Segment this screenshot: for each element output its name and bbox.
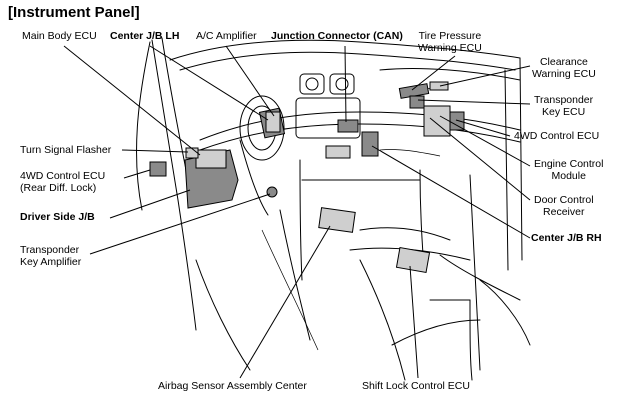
label-transponder-amp-line-2: Key Amplifier — [20, 256, 82, 268]
leader-engine-control — [439, 115, 531, 167]
label-clearance-line-1: Clearance — [539, 56, 588, 68]
ac-amplifier — [265, 111, 281, 133]
label-ac-amplifier: A/C Amplifier — [196, 30, 257, 42]
airbag-sensor-assembly — [318, 207, 356, 233]
label-door-control-line-1: Door Control — [534, 194, 594, 206]
label-4wd-left-line-2: (Rear Diff. Lock) — [20, 182, 97, 194]
leader-main-body-ecu — [63, 45, 201, 156]
leader-ac-amplifier — [225, 45, 275, 117]
leader-center-jb-lh — [149, 45, 269, 121]
leader-transponder-key-ecu — [417, 99, 531, 105]
label-door-control: Door Control Receiver — [534, 194, 594, 218]
shift-lock-control-ecu — [395, 246, 431, 274]
leader-tire-pressure — [411, 55, 456, 91]
label-transponder-key-ecu-line-2: Key ECU — [541, 106, 586, 118]
label-center-jb-lh: Center J/B LH — [110, 30, 180, 42]
label-airbag-sensor: Airbag Sensor Assembly Center — [158, 380, 307, 392]
junction-block-bracket — [325, 145, 351, 159]
label-transponder-amp-line-1: Transponder — [20, 244, 80, 256]
label-turn-signal-flasher: Turn Signal Flasher — [20, 144, 112, 156]
label-clearance-warning: Clearance Warning ECU — [532, 56, 596, 80]
label-4wd-control-ecu-left: 4WD Control ECU (Rear Diff. Lock) — [20, 170, 105, 194]
leader-center-jb-rh — [371, 145, 531, 239]
components — [149, 81, 465, 274]
turn-signal-flasher — [185, 147, 199, 159]
leader-driver-side-jb — [109, 189, 191, 219]
label-tire-pressure-line-1: Tire Pressure — [418, 30, 482, 42]
label-driver-side-jb: Driver Side J/B — [20, 211, 95, 223]
label-tire-pressure: Tire Pressure Warning ECU — [418, 30, 482, 54]
label-transponder-key-ecu: Transponder Key ECU — [534, 94, 593, 118]
leader-junction-connector — [344, 45, 347, 123]
label-door-control-line-2: Receiver — [543, 206, 585, 218]
leader-4wd-left — [123, 169, 151, 179]
dashboard-drawing — [136, 37, 531, 381]
label-transponder-key-amplifier: Transponder Key Amplifier — [20, 244, 81, 268]
leader-turn-signal — [121, 149, 189, 153]
transponder-key-ecu — [409, 95, 425, 109]
leader-lines — [63, 45, 531, 379]
label-engine-control-line-2: Module — [551, 170, 586, 182]
label-main-body-ecu: Main Body ECU — [22, 30, 97, 42]
label-tire-pressure-line-2: Warning ECU — [418, 42, 482, 54]
leader-shift-lock — [409, 265, 419, 379]
transponder-key-amplifier — [266, 186, 278, 198]
label-4wd-left-line-1: 4WD Control ECU — [20, 170, 106, 182]
leader-clearance-warning — [439, 65, 531, 87]
clearance-warning-ecu — [429, 81, 449, 91]
label-junction-connector: Junction Connector (CAN) — [271, 30, 403, 42]
label-engine-control: Engine Control Module — [534, 158, 603, 182]
junction-connector-can — [337, 119, 359, 133]
diagram-title: [Instrument Panel] — [8, 4, 140, 21]
label-engine-control-line-1: Engine Control — [534, 158, 604, 170]
label-center-jb-rh: Center J/B RH — [531, 232, 602, 244]
main-body-ecu — [195, 149, 227, 169]
leader-airbag — [239, 225, 331, 379]
leader-4wd-right — [455, 119, 511, 137]
leader-transponder-amp — [89, 193, 271, 255]
label-clearance-line-2: Warning ECU — [532, 68, 596, 80]
label-shift-lock: Shift Lock Control ECU — [362, 380, 470, 392]
leader-door-control — [429, 117, 531, 201]
4wd-control-ecu-left — [149, 161, 167, 177]
label-transponder-key-ecu-line-1: Transponder — [534, 94, 594, 106]
center-jb-rh — [361, 131, 379, 157]
label-4wd-control-ecu-right: 4WD Control ECU — [514, 130, 600, 142]
